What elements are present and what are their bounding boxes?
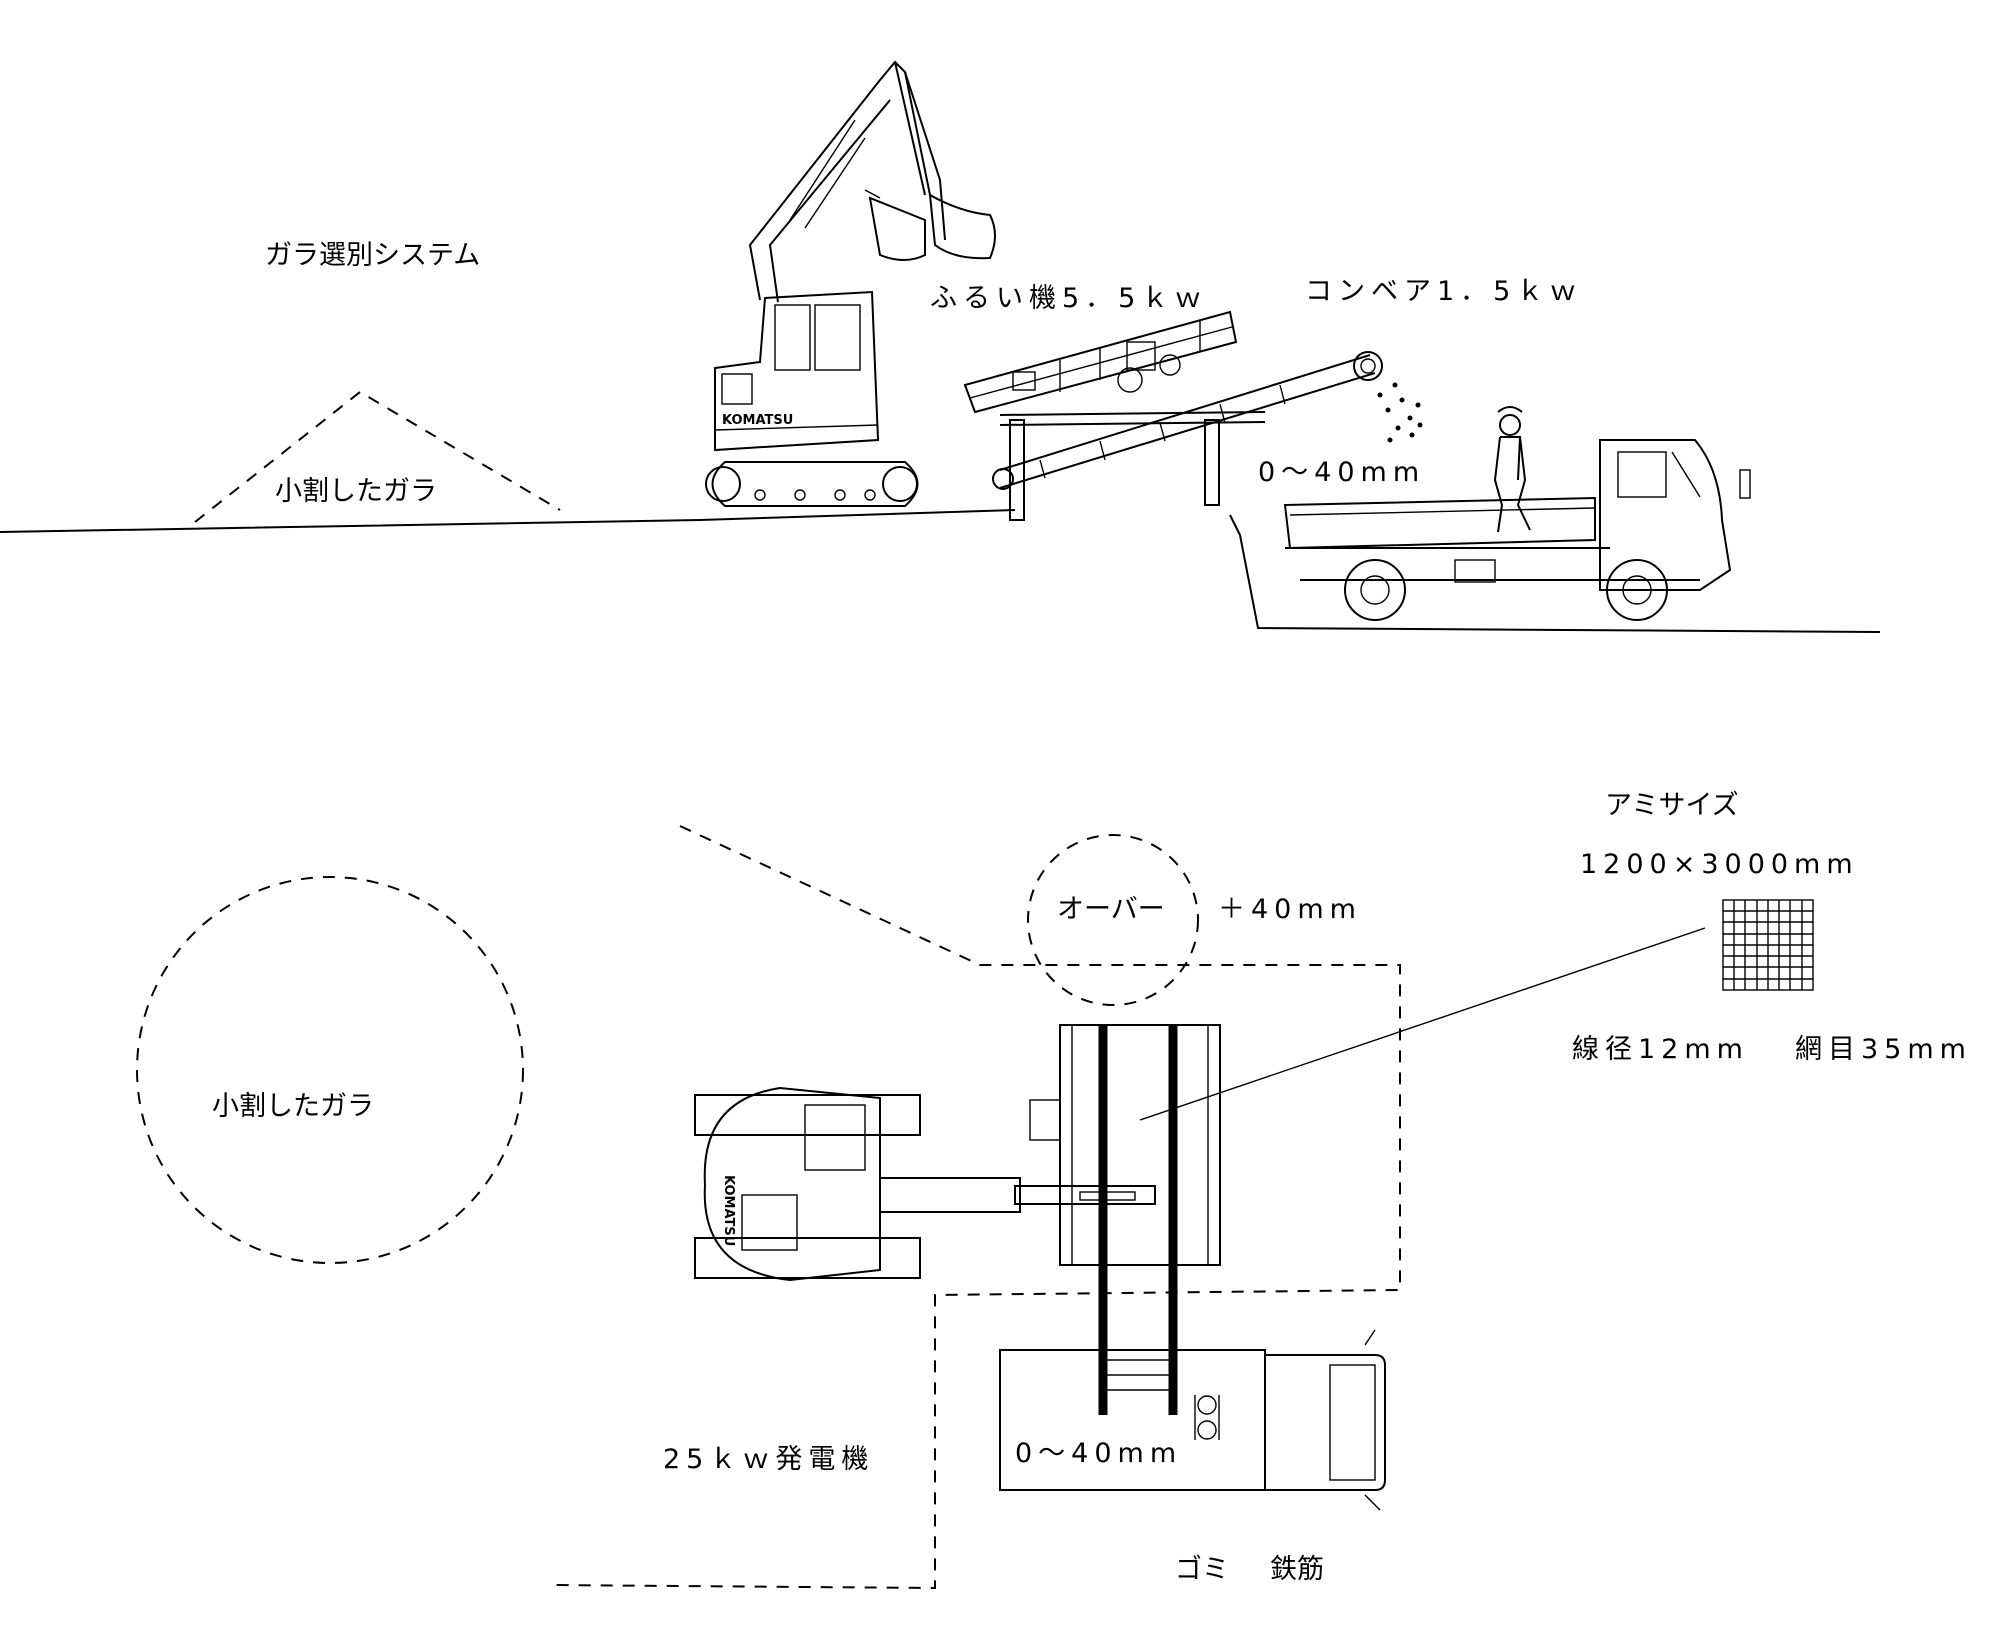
screen-label: ふるい機5．5ｋｗ [930,283,1207,314]
generator-label: 25ｋｗ発電機 [663,1444,874,1475]
rubble-pile-plan [136,876,524,1264]
conveyor-label: コンベア1．5ｋｗ [1305,276,1582,307]
mesh-grid-icon [1722,899,1814,991]
worker-icon [1493,406,1531,533]
rebar-label: 鉄筋 [1270,1554,1324,1585]
mesh-size: 1200×3000mm [1580,849,1859,880]
dump-truck-side-icon [1283,439,1751,621]
waste-label: ゴミ [1175,1554,1229,1585]
mesh-leader-line [1139,927,1706,1121]
mesh-title: アミサイズ [1605,790,1739,821]
wire-spec: 線径12mm [1572,1034,1749,1065]
belt-conveyor-icon [992,351,1383,490]
product-label-side: 0～40mm [1258,457,1425,488]
excavator-brand-top: KOMATSU [721,1175,736,1246]
oversize-label: オーバー [1057,894,1165,925]
oversize-size: ＋40mm [1218,894,1362,925]
rubble-pile-side [194,390,561,523]
excavator-brand-side: KOMATSU [722,413,793,428]
product-label-plan: 0～40mm [1015,1438,1182,1469]
opening-spec: 網目35mm [1795,1034,1972,1065]
oversize-pile [1027,834,1199,1006]
work-area-boundary [549,825,1401,1590]
ground-line [0,509,1016,533]
pile-label-plan: 小割したガラ [212,1091,374,1122]
plan-view: 小割したガラ オーバー ＋40mm KOMATSU [136,790,1972,1590]
belt-conveyor-top-icon [1029,1024,1221,1415]
falling-material [1377,382,1423,443]
excavator-side-icon: KOMATSU [705,60,996,507]
pile-label-side: 小割したガラ [275,476,437,507]
vibrating-screen-icon [963,310,1266,521]
ground-step [1229,514,1881,633]
excavator-top-icon: KOMATSU [694,1086,1156,1282]
side-view: ガラ選別システム 小割したガラ KOMATSU [0,60,1881,633]
diagram-title: ガラ選別システム [265,240,480,271]
dump-truck-top-icon [999,1329,1386,1511]
